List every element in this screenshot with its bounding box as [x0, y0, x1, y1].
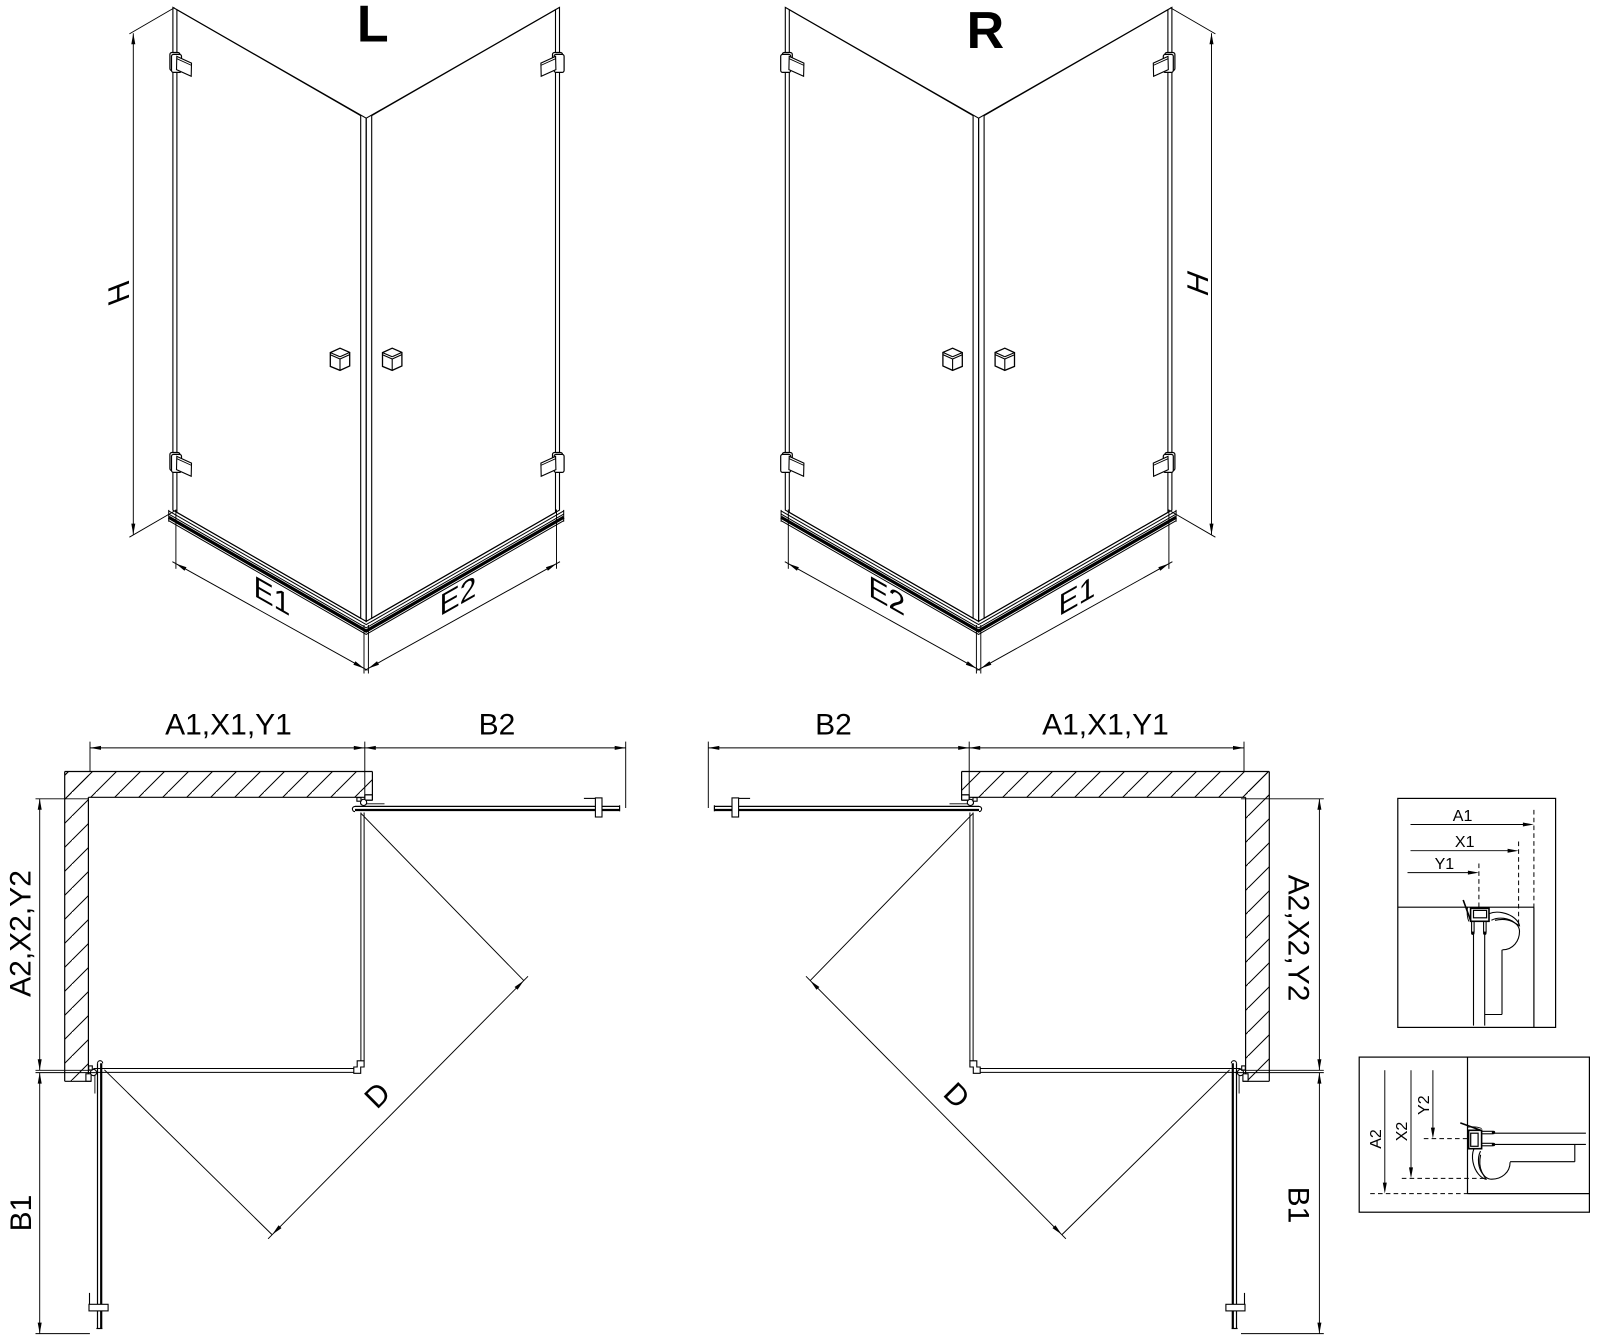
svg-text:A1,X1,Y1: A1,X1,Y1	[165, 709, 292, 742]
svg-text:B1: B1	[1282, 1187, 1315, 1224]
svg-text:Y2: Y2	[1416, 1095, 1433, 1115]
svg-text:B2: B2	[479, 709, 516, 742]
svg-text:L: L	[357, 0, 389, 54]
svg-text:A1: A1	[1453, 808, 1473, 825]
svg-text:B2: B2	[815, 709, 852, 742]
svg-text:R: R	[967, 2, 1005, 60]
svg-text:A2,X2,Y2: A2,X2,Y2	[1282, 875, 1315, 1002]
svg-text:B1: B1	[5, 1195, 38, 1232]
svg-text:X2: X2	[1394, 1122, 1411, 1142]
svg-text:A2,X2,Y2: A2,X2,Y2	[5, 870, 38, 997]
svg-text:Y1: Y1	[1435, 856, 1455, 873]
svg-text:X1: X1	[1455, 834, 1475, 851]
svg-text:A1,X1,Y1: A1,X1,Y1	[1042, 709, 1169, 742]
svg-text:A2: A2	[1368, 1129, 1385, 1149]
